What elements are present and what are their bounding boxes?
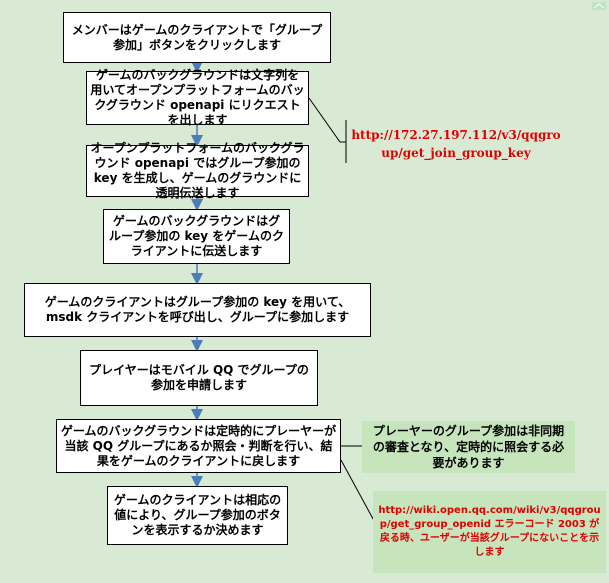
step-2-box: ゲームのバックグラウンドは文字列を用いてオープンプラットフォームのバックグラウン… xyxy=(86,68,309,127)
callout-line-wiki xyxy=(340,459,379,529)
step-3-box: オープンプラットフォームのバックグラウンド openapi ではグループ参加の … xyxy=(86,141,309,200)
step-7-box: ゲームのバックグラウンドは定時的にプレーヤーが当該 QQ グループにあるか照会・… xyxy=(56,419,341,473)
step-1-box: メンバーはゲームのクライアントで「グループ参加」ボタンをクリックします xyxy=(63,12,331,63)
step-5-box: ゲームのクライアントはグループ参加の key を用いて、msdk クライアントを… xyxy=(24,283,371,337)
callout-line-api xyxy=(308,97,346,143)
step-8-box: ゲームのクライアントは相応の値により、グループ参加のボタンを表示するか決めます xyxy=(107,486,288,545)
wiki-url-note: http://wiki.open.qq.com/wiki/v3/qqgroup/… xyxy=(373,491,606,573)
async-note: プレーヤーのグループ参加は非同期の審査となり、定時的に照会する必要があります xyxy=(362,421,575,473)
step-6-box: プレイヤーはモバイル QQ でグループの参加を申請します xyxy=(80,350,318,406)
api-url-note: http://172.27.197.112/v3/qqgroup/get_joi… xyxy=(351,128,561,160)
step-4-box: ゲームのバックグラウンドはグループ参加の key をゲームのクライアントに伝送し… xyxy=(103,209,290,264)
corner-mark-icon xyxy=(592,2,606,10)
